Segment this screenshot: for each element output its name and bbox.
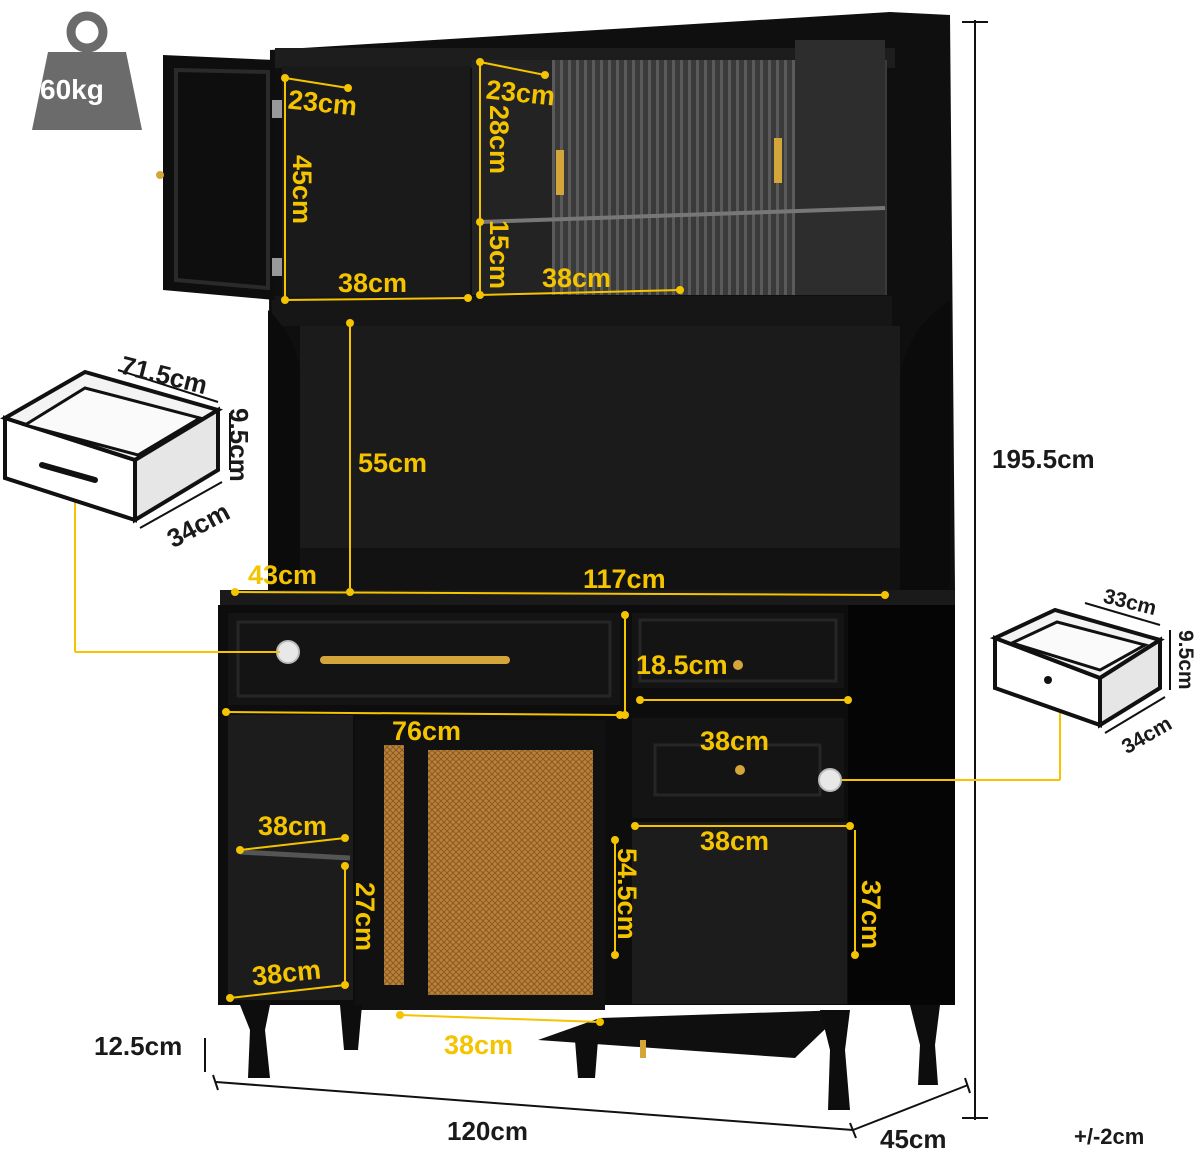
total-height-label: 195.5cm	[992, 444, 1095, 474]
small-drawer-top	[632, 613, 844, 688]
weight-icon	[32, 11, 142, 130]
open-shelf-height-label: 55cm	[358, 448, 428, 478]
base-cabinet	[218, 605, 955, 1058]
right-hutch-lower-height-label: 15cm	[484, 220, 514, 290]
rattan-door-height-label: 54.5cm	[612, 848, 642, 940]
counter-width-label: 117cm	[583, 564, 666, 594]
right-cabinet-width-label: 38cm	[700, 826, 770, 856]
hutch	[268, 12, 955, 598]
dimension-guides	[74, 58, 1061, 1026]
small-drawer-inset	[989, 602, 1171, 734]
weight-label: 60kg	[40, 74, 104, 105]
drawer-indicator-dot	[818, 768, 842, 792]
glass-door-handle	[556, 150, 564, 195]
small-drawer-width-label: 38cm	[700, 726, 770, 756]
total-width-label: 120cm	[447, 1116, 528, 1146]
large-drawer-inset	[0, 369, 231, 529]
left-hutch-width-label: 38cm	[338, 268, 408, 298]
counter-depth-label: 43cm	[248, 560, 318, 590]
height-dimension-line	[962, 20, 988, 1120]
total-depth-label: 45cm	[880, 1124, 947, 1154]
left-hutch-height-label: 45cm	[287, 155, 317, 225]
hutch-left-door	[156, 55, 282, 300]
large-drawer-height-label: 9.5cm	[224, 408, 254, 482]
leg-height-label: 12.5cm	[94, 1031, 183, 1061]
right-hutch-width-label: 38cm	[542, 263, 612, 293]
left-bottom-width-label: 38cm	[250, 954, 323, 992]
right-hutch-upper-height-label: 28cm	[484, 105, 514, 175]
drawer-indicator-dot	[276, 640, 300, 664]
rattan-bottom-width-label: 38cm	[444, 1030, 514, 1060]
small-drawer-height-label: 9.5cm	[1174, 630, 1197, 690]
left-shelf-width-label: 38cm	[258, 811, 328, 841]
right-cabinet-height-label: 37cm	[856, 880, 886, 950]
open-bottom-door	[538, 1010, 845, 1058]
long-drawer-handle	[320, 656, 510, 664]
small-drawer-height-label: 18.5cm	[636, 650, 728, 680]
tolerance-note: +/-2cm	[1074, 1124, 1145, 1149]
long-drawer-width-label: 76cm	[392, 716, 462, 746]
left-lower-height-label: 27cm	[350, 882, 380, 952]
legs	[240, 1005, 940, 1110]
left-hutch-depth-label: 23cm	[286, 84, 359, 122]
base-dimension-lines	[204, 1038, 971, 1139]
glass-door-handle	[774, 138, 782, 183]
